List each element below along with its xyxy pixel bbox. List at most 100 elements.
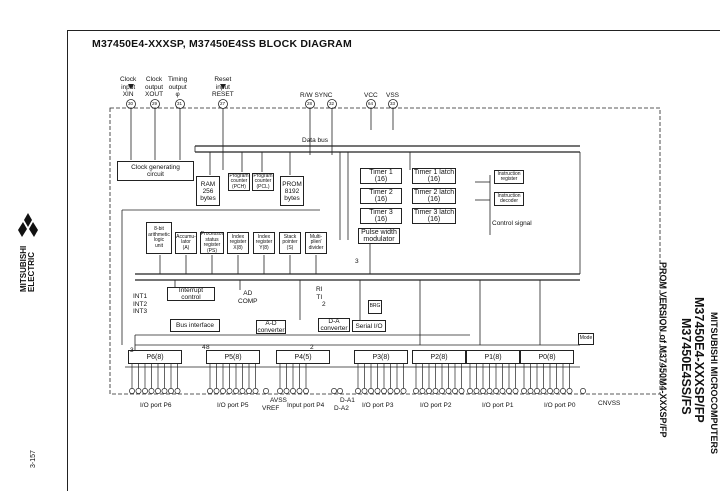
index-register-x: Index register X(8) — [227, 232, 249, 254]
ad-comp-label: AD COMP — [238, 290, 258, 305]
label-two: 2 — [322, 301, 326, 308]
pin-circle — [252, 388, 259, 394]
clock-input-label: Clock input XIN — [120, 76, 137, 98]
pin-circle — [499, 388, 506, 394]
pin-circle — [337, 388, 343, 394]
index-register-y: Index register Y(8) — [253, 232, 275, 254]
diagram-title: M37450E4-XXXSP, M37450E4SS BLOCK DIAGRAM — [92, 38, 352, 50]
port-register-box: P5(8) — [206, 350, 260, 364]
timer2-latch: Timer 2 latch (16) — [412, 188, 456, 204]
pin-circle — [394, 388, 400, 394]
clock-generating-circuit: Clock generating circuit — [117, 161, 194, 181]
pin-circle — [419, 388, 426, 394]
pin-circle — [566, 388, 573, 394]
instruction-register: Instruction register — [494, 170, 524, 184]
int-labels: INT1 INT2 INT3 — [133, 293, 148, 315]
rw-sync-label: R/W SYNC — [300, 92, 333, 99]
da2-label: D-A2 — [334, 405, 349, 412]
timing-output-label: Timing output φ — [168, 76, 188, 98]
pin-circle — [246, 388, 252, 394]
label-four: 4 — [202, 344, 206, 351]
ri-ti-labels: RI TI — [316, 286, 323, 301]
page-frame — [67, 30, 720, 491]
pin-circle — [168, 388, 174, 394]
pin-circle — [207, 388, 213, 394]
pin-circle — [521, 388, 527, 394]
port-p5-label: I/O port P5 — [217, 402, 249, 409]
pin-circle — [413, 388, 419, 394]
pin-circle — [263, 388, 269, 394]
pin-circle — [534, 388, 540, 394]
stack-pointer: Stack pointer (S) — [279, 232, 301, 254]
port-p3-label: I/O port P3 — [362, 402, 394, 409]
bus-interface: Bus interface — [170, 319, 220, 332]
pin-circle — [129, 388, 135, 394]
pin-circle — [331, 388, 337, 394]
program-counter-high: Program counter (PCH) — [228, 172, 250, 191]
pin-circle — [220, 388, 226, 394]
clock-output-label: Clock output XOUT — [145, 76, 164, 98]
da1-label: D-A1 — [340, 397, 355, 404]
mode-block: Mode — [578, 333, 594, 345]
alu-block: 8-bit arithmetic logic unit — [146, 222, 172, 254]
pin-circle — [213, 388, 220, 394]
pin-circle — [135, 388, 142, 394]
serial-io: Serial I/O — [352, 320, 386, 332]
baud-rate-generator: BRG — [368, 300, 382, 314]
pin-circle — [142, 388, 148, 394]
pin-circle — [458, 388, 465, 394]
port-register-box: P3(8) — [354, 350, 408, 364]
pin-circle — [233, 388, 239, 394]
pin-circle — [355, 388, 361, 394]
pin-circle — [361, 388, 368, 394]
pin-circle — [283, 388, 290, 394]
pin-circle — [432, 388, 439, 394]
pin-circle — [512, 388, 519, 394]
mitsubishi-logo-icon — [15, 212, 41, 243]
ram-block: RAM 256 bytes — [196, 176, 220, 206]
pin-circle — [486, 388, 493, 394]
timer1-block: Timer 1 (16) — [360, 168, 402, 184]
pin-circle — [174, 388, 181, 394]
port-p2-label: I/O port P2 — [420, 402, 452, 409]
cnvss-label: CNVSS — [598, 400, 621, 407]
interrupt-control: Interrupt control — [167, 287, 215, 301]
port-register-box: P4(5) — [276, 350, 330, 364]
top-pin-number: 27 — [220, 101, 226, 106]
avss-label: AVSS — [270, 397, 287, 404]
port-p1-label: I/O port P1 — [482, 402, 514, 409]
top-pin-number: 31 — [177, 101, 183, 106]
pin-circle — [553, 388, 560, 394]
pin-circle — [296, 388, 303, 394]
pulse-width-modulator: Pulse width modulator — [358, 228, 400, 244]
top-pin-number: 64 — [368, 101, 374, 106]
pin-circle — [387, 388, 394, 394]
port-register-box: P6(8) — [128, 350, 182, 364]
vref-label: VREF — [262, 405, 280, 412]
pin-circle — [506, 388, 512, 394]
pin-circle — [226, 388, 233, 394]
prom-block: PROM 8192 bytes — [280, 176, 304, 206]
pin-circle — [452, 388, 458, 394]
pin-circle — [290, 388, 296, 394]
port-register-box: P1(8) — [466, 350, 520, 364]
vss-label: VSS — [386, 92, 400, 99]
pin-circle — [480, 388, 486, 394]
pin-circle — [580, 388, 586, 394]
accumulator-block: Accumu- lator (A) — [175, 232, 197, 254]
pin-circle — [148, 388, 155, 394]
pin-circle — [303, 388, 309, 394]
timer1-latch: Timer 1 latch (16) — [412, 168, 456, 184]
timer2-block: Timer 2 (16) — [360, 188, 402, 204]
port-register-box: P2(8) — [412, 350, 466, 364]
pin-circle — [381, 388, 387, 394]
pin-circle — [161, 388, 168, 394]
pin-circle — [155, 388, 161, 394]
port-p6-label: I/O port P6 — [140, 402, 172, 409]
pin-circle — [540, 388, 547, 394]
port-p0-label: I/O port P0 — [544, 402, 576, 409]
program-counter-low: Program counter (PCL) — [252, 172, 274, 191]
pin-circle — [493, 388, 499, 394]
top-pin-number: 33 — [390, 101, 396, 106]
